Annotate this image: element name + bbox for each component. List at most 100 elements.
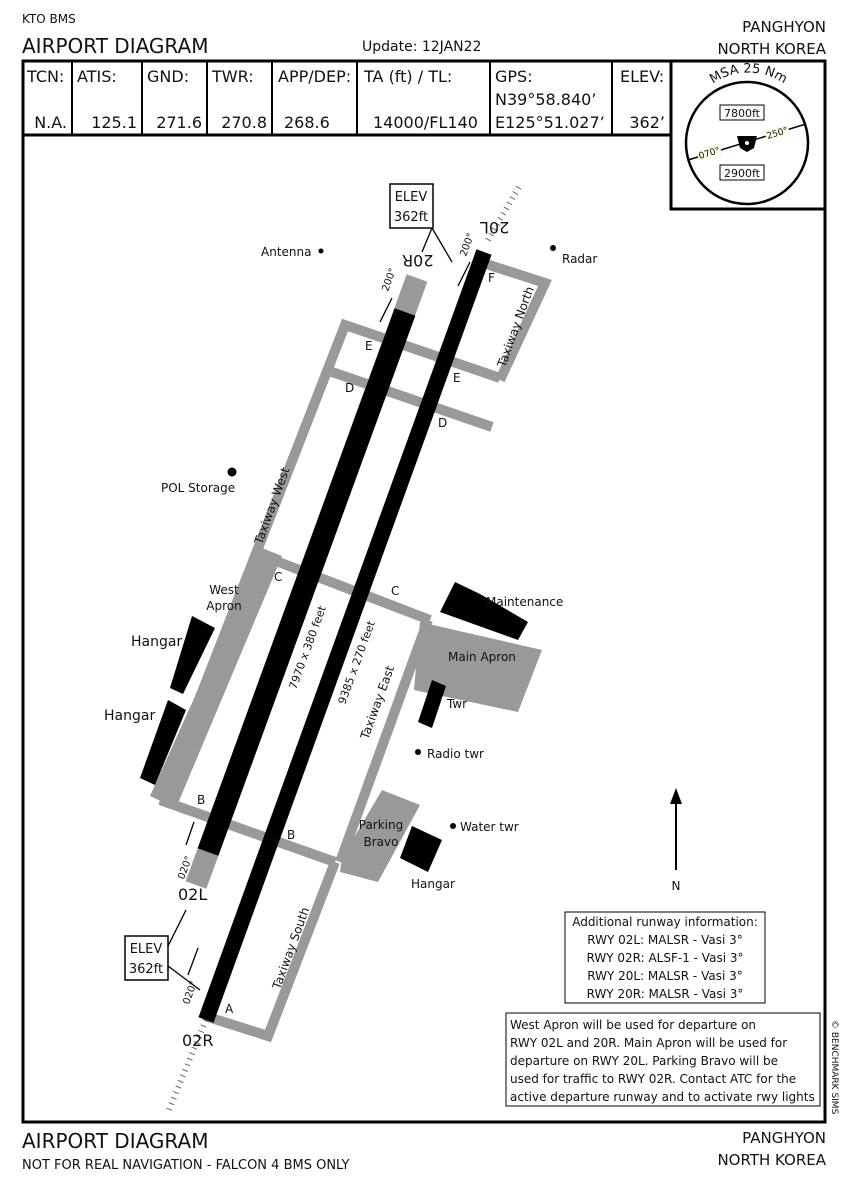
maintenance-label: Maintenance xyxy=(486,595,563,609)
taxiway-f-label: F xyxy=(488,271,495,285)
elev-callout-bottom: ELEV 362ft xyxy=(124,909,201,991)
copyright: © BENCHMARK SIMS xyxy=(829,1020,839,1115)
gps-lat: N39°58.840’ xyxy=(495,90,596,109)
taxiway-c-label-2: C xyxy=(391,584,399,598)
taxiway-west xyxy=(155,318,502,802)
gnd-value: 271.6 xyxy=(156,113,202,132)
elev-callout-top: ELEV 362ft xyxy=(389,183,453,263)
hangar-label-3: Hangar xyxy=(411,877,455,891)
runway-info-line: RWY 20R: MALSR - Vasi 3° xyxy=(587,987,744,1001)
main-apron xyxy=(414,622,542,712)
hangar-label-1: Hangar xyxy=(131,634,182,650)
taxiway-north xyxy=(478,257,552,383)
departure-note-line: active departure runway and to activate … xyxy=(510,1090,815,1104)
parking-bravo-label-2: Bravo xyxy=(364,835,399,849)
west-apron xyxy=(150,548,282,808)
footer-title: AIRPORT DIAGRAM xyxy=(22,1129,208,1153)
runway-20r-label: 20R xyxy=(402,251,433,270)
departure-note-line: West Apron will be used for departure on xyxy=(510,1018,756,1032)
hangar-2 xyxy=(140,700,186,785)
sim-label: KTO BMS xyxy=(22,12,76,26)
taxiway-a-label: A xyxy=(225,1002,234,1016)
heading-200-20l: 200° xyxy=(458,232,477,258)
gps-label: GPS: xyxy=(495,67,533,86)
tower-building xyxy=(418,680,446,728)
departure-note-line: used for traffic to RWY 02R. Contact ATC… xyxy=(510,1072,796,1086)
tcn-value: N.A. xyxy=(34,113,67,132)
taxiway-d-label-1: D xyxy=(345,381,354,395)
radar-icon xyxy=(550,245,556,251)
taxiway-e-label-2: E xyxy=(453,371,461,385)
runway-02l-20r xyxy=(185,274,428,889)
west-apron-label-1: West xyxy=(209,583,239,597)
maintenance-building xyxy=(440,582,528,640)
elev-callout-top-line2: 362ft xyxy=(394,210,428,225)
main-apron-label: Main Apron xyxy=(448,650,516,664)
west-apron-label-2: Apron xyxy=(206,599,241,613)
taxiway-b-label-1: B xyxy=(197,793,205,807)
tower-label: Twr xyxy=(446,697,467,711)
departure-note-line: departure on RWY 20L. Parking Bravo will… xyxy=(510,1054,778,1068)
info-row: TCN: N.A. ATIS: 125.1 GND: 271.6 TWR: 27… xyxy=(26,67,665,132)
departure-note-line: RWY 02L and 20R. Main Apron will be used… xyxy=(510,1036,787,1050)
chart-frame xyxy=(21,59,827,1124)
footer-disclaimer: NOT FOR REAL NAVIGATION - FALCON 4 BMS O… xyxy=(22,1158,350,1173)
radar-label: Radar xyxy=(562,252,597,266)
ta-tl-value: 14000/FL140 xyxy=(373,113,478,132)
runway-info-box: Additional runway information: RWY 02L: … xyxy=(564,911,766,1004)
hangar-label-2: Hangar xyxy=(104,708,155,724)
departure-notes-box: West Apron will be used for departure on… xyxy=(505,1012,821,1107)
taxiway-d-label-2: D xyxy=(438,416,447,430)
runway-info-title: Additional runway information: xyxy=(572,915,758,929)
heading-200-20r: 200° xyxy=(380,267,399,293)
elev-label: ELEV: xyxy=(620,67,664,86)
app-dep-value: 268.6 xyxy=(284,113,330,132)
taxiway-west-label: Taxiway West xyxy=(251,465,292,547)
runway-02r-label: 02R xyxy=(182,1031,213,1050)
taxiway-b-label-2: B xyxy=(287,828,295,842)
antenna-label: Antenna xyxy=(261,245,311,259)
taxiway-c-label-1: C xyxy=(274,570,282,584)
north-label: N xyxy=(672,879,681,893)
water-tower-label: Water twr xyxy=(460,820,519,834)
gps-lon: E125°51.027’ xyxy=(495,113,605,132)
footer-city: PANGHYON xyxy=(742,1129,826,1147)
antenna-icon xyxy=(318,248,324,254)
elev-callout-bottom-line2: 362ft xyxy=(129,962,163,977)
taxiway-south xyxy=(203,860,340,1043)
airport-city: PANGHYON xyxy=(742,18,826,36)
taxiway-c xyxy=(261,551,432,625)
update-date: Update: 12JAN22 xyxy=(362,39,481,55)
airport-country: NORTH KOREA xyxy=(717,40,826,58)
footer-country: NORTH KOREA xyxy=(717,1151,826,1169)
taxiway-b xyxy=(158,795,337,867)
atis-label: ATIS: xyxy=(77,67,117,86)
hangar-1 xyxy=(170,616,215,694)
north-arrow-icon: N xyxy=(670,788,682,893)
msa-south-altitude: 2900ft xyxy=(724,167,761,180)
parking-bravo xyxy=(340,790,420,882)
runway-info-line: RWY 02L: MALSR - Vasi 3° xyxy=(587,933,743,947)
page-title: AIRPORT DIAGRAM xyxy=(22,34,208,58)
gnd-label: GND: xyxy=(147,67,189,86)
runway-20l-label: 20L xyxy=(480,218,509,237)
runway-info-line: RWY 20L: MALSR - Vasi 3° xyxy=(587,969,743,983)
msa-box xyxy=(669,59,827,211)
pol-storage-label: POL Storage xyxy=(161,481,235,495)
taxiway-d xyxy=(330,367,494,432)
runway-info-line: RWY 02R: ALSF-1 - Vasi 3° xyxy=(587,951,744,965)
radio-tower-label: Radio twr xyxy=(427,747,484,761)
hangar-3 xyxy=(400,826,442,872)
taxiway-e-label-1: E xyxy=(365,339,373,353)
tcn-label: TCN: xyxy=(26,67,64,86)
runway-02r-20l xyxy=(165,183,523,1114)
elev-callout-bottom-line1: ELEV xyxy=(130,942,163,957)
water-tower-icon xyxy=(450,823,456,829)
elev-value: 362’ xyxy=(629,113,665,132)
msa-north-altitude: 7800ft xyxy=(724,107,761,120)
twr-label: TWR: xyxy=(211,67,254,86)
runway-02l-label: 02L xyxy=(178,885,207,904)
pol-storage-icon xyxy=(227,467,237,477)
elev-callout-top-line1: ELEV xyxy=(395,190,428,205)
